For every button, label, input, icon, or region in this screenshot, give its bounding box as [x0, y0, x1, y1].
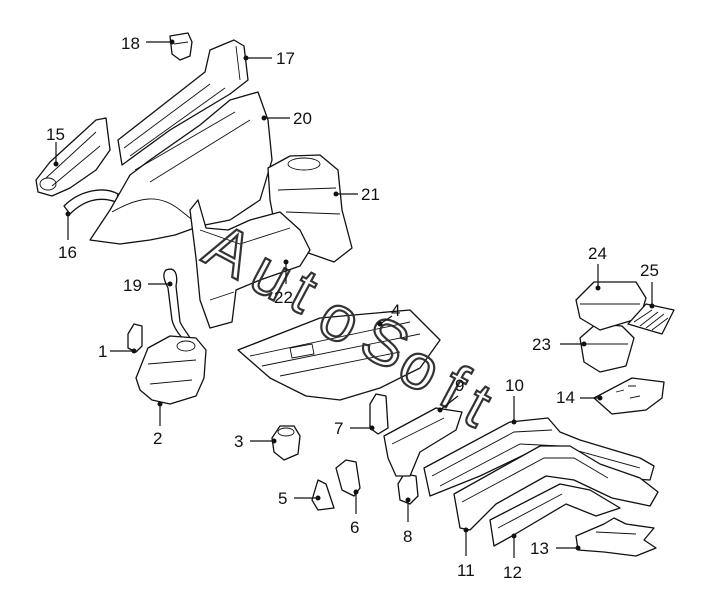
callout-17: 17 — [276, 49, 295, 68]
callout-5: 5 — [278, 489, 287, 508]
callout-4: 4 — [391, 301, 400, 320]
part-20 — [89, 91, 273, 245]
callout-7: 7 — [334, 419, 343, 438]
callout-15: 15 — [46, 125, 65, 144]
part-17 — [117, 39, 249, 166]
part-25 — [627, 303, 675, 335]
callout-14: 14 — [556, 388, 575, 407]
part-13 — [575, 517, 657, 557]
callout-22: 22 — [274, 288, 293, 307]
part-6 — [335, 459, 361, 497]
callout-1: 1 — [98, 342, 107, 361]
part-11 — [453, 445, 659, 531]
part-18 — [169, 32, 193, 61]
part-12 — [489, 483, 621, 547]
callout-layer: 18 17 15 20 16 21 22 19 1 — [46, 34, 659, 582]
callout-11: 11 — [457, 561, 475, 580]
callout-16: 16 — [58, 243, 77, 262]
callout-6: 6 — [350, 518, 359, 537]
callout-8: 8 — [403, 527, 412, 546]
callout-18: 18 — [121, 34, 140, 53]
part-22 — [189, 199, 311, 329]
part-3 — [271, 425, 301, 461]
part-5 — [311, 479, 335, 511]
callout-9: 9 — [455, 376, 464, 395]
callout-21: 21 — [361, 185, 380, 204]
callout-23: 23 — [532, 335, 551, 354]
callout-24: 24 — [588, 244, 607, 263]
callout-25: 25 — [640, 261, 659, 280]
part-23 — [579, 323, 635, 373]
callout-13: 13 — [530, 539, 549, 558]
part-9 — [383, 407, 463, 477]
part-4 — [237, 309, 441, 401]
callout-3: 3 — [234, 432, 243, 451]
callout-19: 19 — [123, 276, 142, 295]
callout-10: 10 — [505, 376, 524, 395]
callout-20: 20 — [293, 109, 312, 128]
part-14 — [593, 377, 665, 415]
part-19 — [163, 268, 191, 343]
callout-2: 2 — [153, 429, 162, 448]
callout-12: 12 — [503, 563, 522, 582]
part-1 — [127, 323, 143, 353]
part-10 — [423, 417, 655, 497]
part-2 — [135, 335, 207, 405]
part-15 — [35, 117, 111, 197]
